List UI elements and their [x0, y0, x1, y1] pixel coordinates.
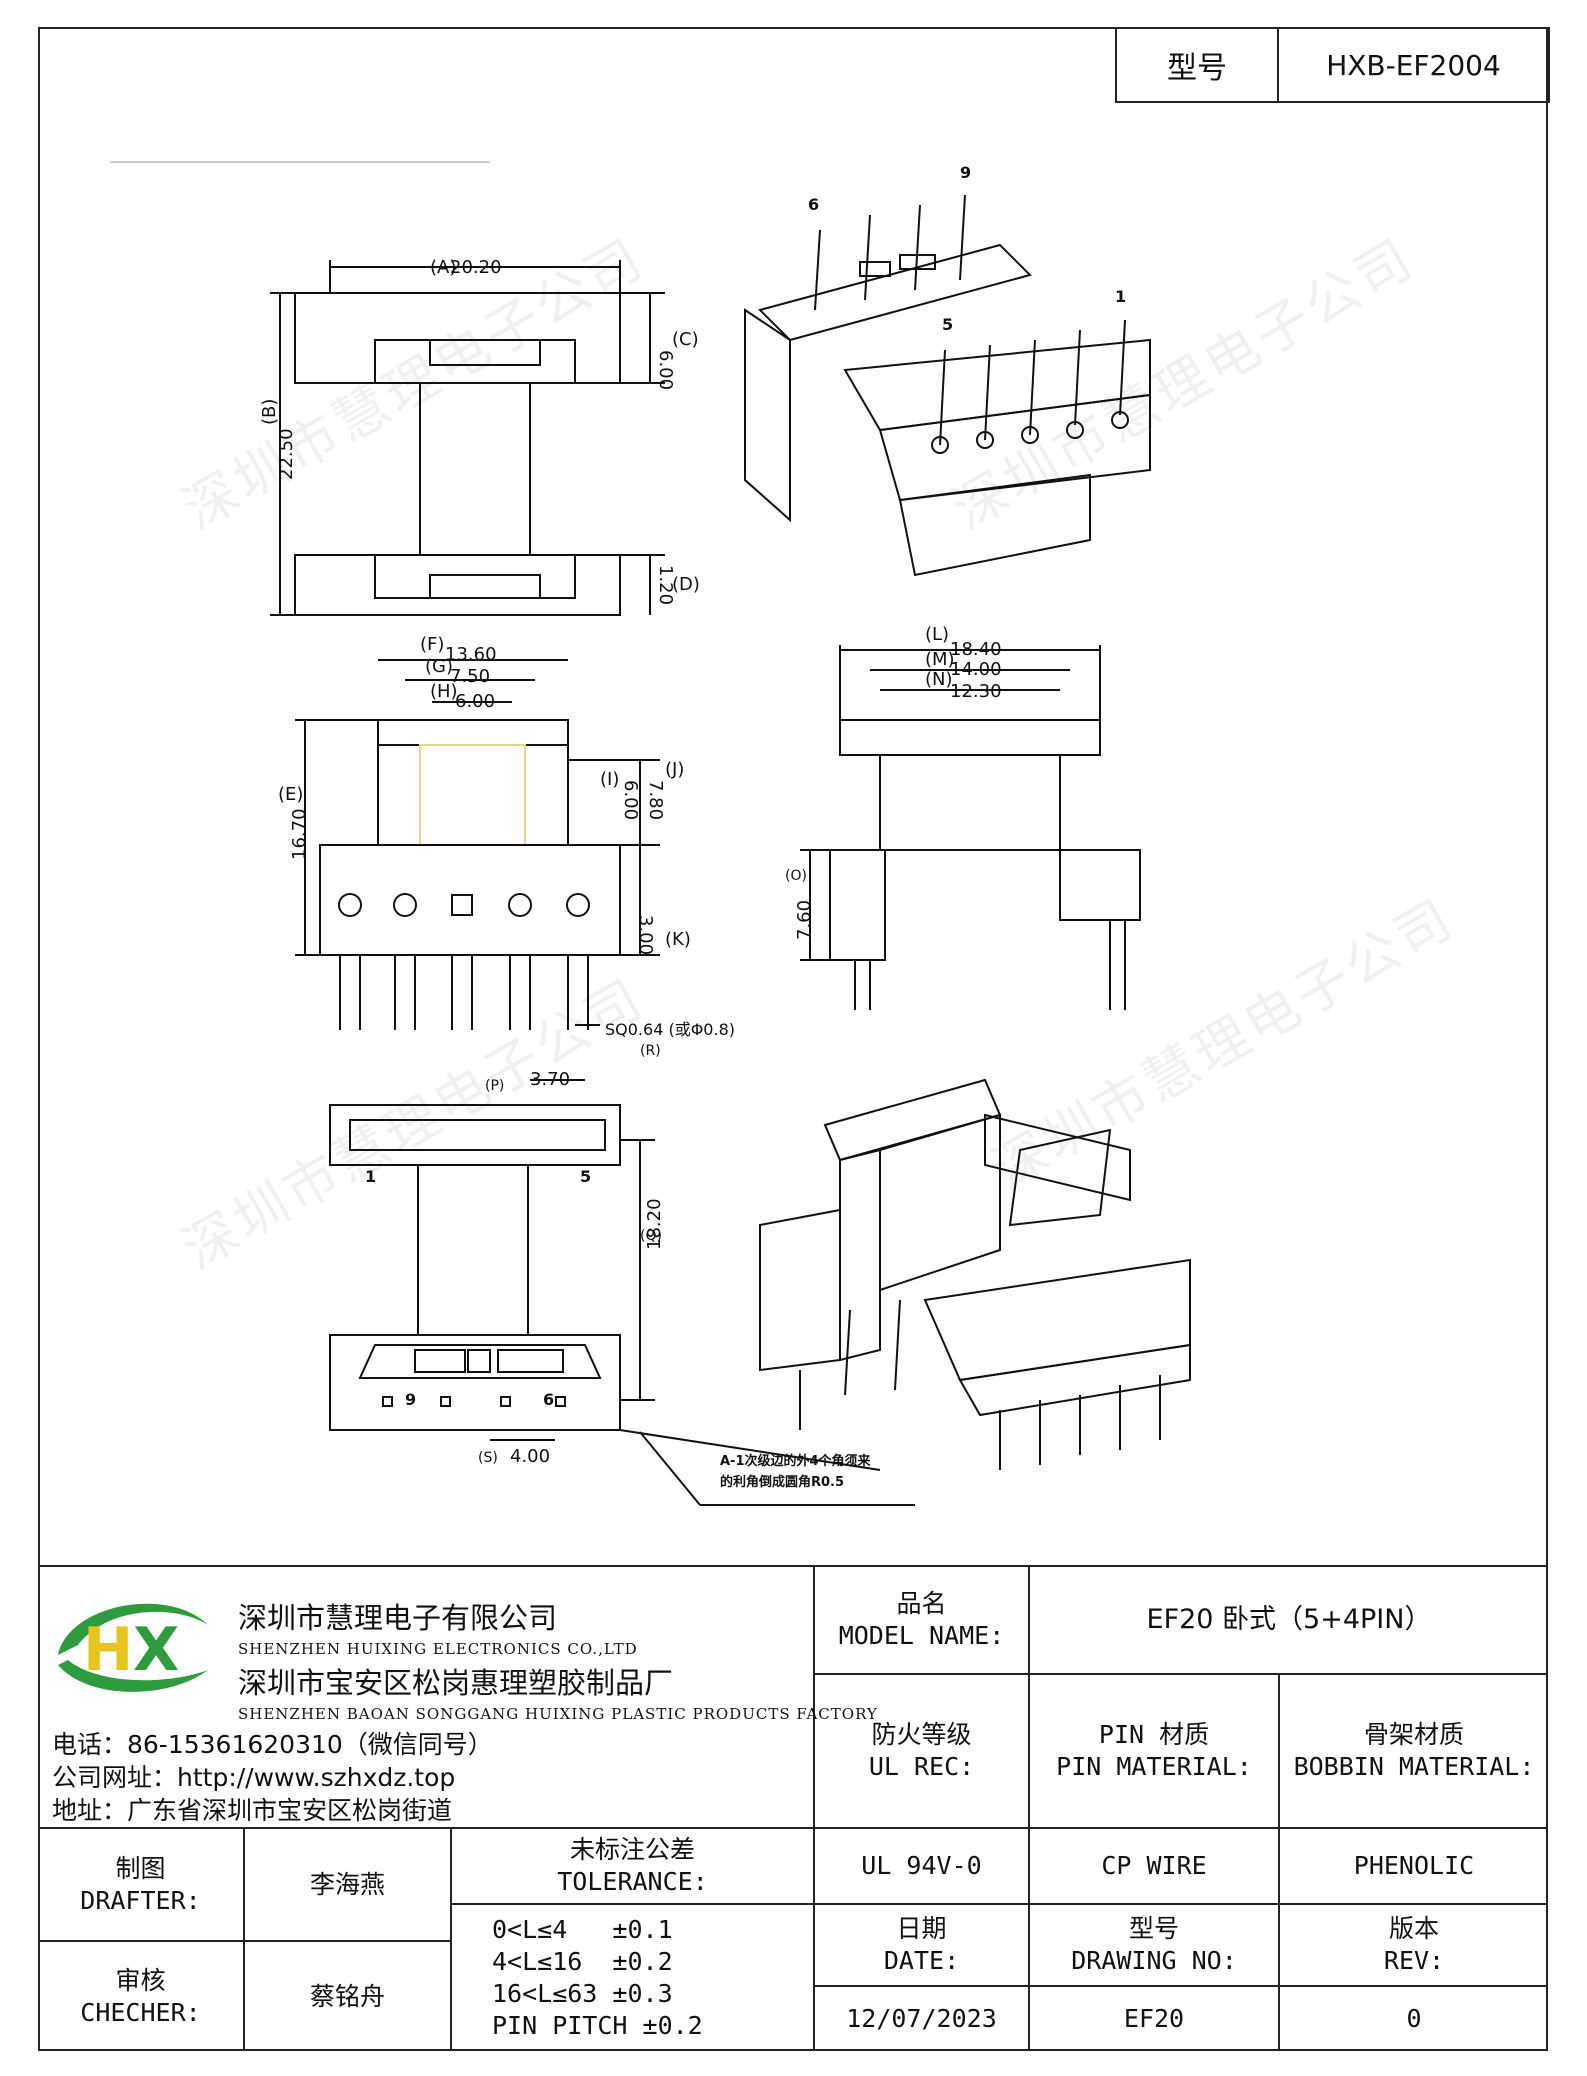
- dim-i-value: 6.00: [620, 780, 641, 820]
- factory-name-en: SHENZHEN BAOAN SONGGANG HUIXING PLASTIC …: [238, 1705, 878, 1723]
- technical-drawing: (A) 20.20 6.00 (C) 1.20 (D) 22.50 (B) 6 …: [110, 161, 1191, 1506]
- dim-e: (E): [278, 784, 303, 805]
- tolerance-values: 0<L≤4 ±0.1 4<L≤16 ±0.2 16<L≤63 ±0.3 PIN …: [492, 1915, 703, 2040]
- pin-label-9: 9: [405, 1390, 416, 1409]
- dim-c-value: 6.00: [655, 350, 676, 390]
- header-box: 型号 HXB-EF2004: [1115, 27, 1550, 103]
- company-phone: 电话：86-15361620310（微信同号）: [52, 1730, 493, 1759]
- pin-label-5: 5: [942, 315, 953, 334]
- factory-name-cn: 深圳市宝安区松岗惠理塑胶制品厂: [238, 1666, 674, 1700]
- dim-n-value: 12.30: [950, 681, 1002, 702]
- checker-header: 审核 CHECHER:: [80, 1965, 201, 2027]
- pin-material-value: CP WIRE: [1101, 1851, 1207, 1880]
- date-value: 12/07/2023: [846, 2004, 997, 2033]
- ul-rec-value: UL 94V-0: [861, 1851, 982, 1880]
- dim-o: (O): [785, 868, 807, 884]
- pin-material-header: PIN 材质 PIN MATERIAL:: [1056, 1720, 1252, 1781]
- title-block: H X 深圳市慧理电子有限公司 SHENZHEN HUIXING ELECTRO…: [38, 1565, 1548, 2051]
- dim-r-note: SQ0.64 (或Φ0.8): [605, 1020, 735, 1039]
- pin-label-6: 6: [808, 195, 819, 214]
- dim-q-value: 18.20: [644, 1198, 665, 1250]
- dim-r: (R): [640, 1043, 661, 1059]
- logo-letter-x: X: [133, 1615, 179, 1685]
- drafter-value: 李海燕: [309, 1869, 385, 1899]
- pin-label-1: 1: [1115, 287, 1126, 306]
- model-name-header: 品名 MODEL NAME:: [838, 1589, 1005, 1650]
- tolerance-header: 未标注公差 TOLERANCE:: [557, 1835, 708, 1896]
- dim-f-value: 13.60: [445, 644, 497, 665]
- date-header: 日期 DATE:: [883, 1914, 960, 1975]
- drafter-header: 制图 DRAFTER:: [80, 1853, 201, 1915]
- front-view-dims: (F) 13.60 (G) 7.50 (H) 6.00 (E) 16.70 (I…: [278, 634, 735, 1059]
- dim-g-value: 7.50: [450, 666, 490, 687]
- side-view: [800, 645, 1141, 1010]
- dim-d-value: 1.20: [655, 565, 676, 605]
- isometric-view-top: [744, 194, 1151, 577]
- checker-value: 蔡铭舟: [309, 1981, 385, 2011]
- dim-h-value: 6.00: [455, 691, 495, 712]
- dim-m-value: 14.00: [950, 659, 1002, 680]
- company-logo: H X: [58, 1603, 208, 1692]
- dim-f: (F): [420, 634, 444, 655]
- pin-label-1: 1: [365, 1167, 376, 1186]
- dim-q: (Q): [640, 1228, 662, 1244]
- drawing-no-header: 型号 DRAWING NO:: [1071, 1914, 1237, 1975]
- company-name-cn: 深圳市慧理电子有限公司: [238, 1601, 558, 1635]
- note-line-2: 的利角倒成圆角R0.5: [720, 1474, 844, 1490]
- company-name-en: SHENZHEN HUIXING ELECTRONICS CO.,LTD: [238, 1640, 638, 1658]
- top-view-dims: (A) 20.20 6.00 (C) 1.20 (D) 22.50 (B): [259, 257, 700, 605]
- header-label: 型号: [1117, 29, 1279, 101]
- dim-d: (D): [672, 574, 700, 595]
- dim-e-value: 16.70: [289, 808, 310, 860]
- company-website: 公司网址：http://www.szhxdz.top: [52, 1763, 456, 1792]
- note-line-1: A-1次级边的外4个角须来: [720, 1453, 872, 1469]
- drawing-frame: [38, 27, 1548, 2051]
- pin-label-6: 6: [543, 1390, 554, 1409]
- top-view: [270, 260, 665, 616]
- front-view: [295, 659, 660, 1030]
- isometric-view-bottom: [759, 1078, 1191, 1470]
- dim-m: (M): [925, 649, 955, 670]
- side-view-dims: (L) 18.40 (M) 14.00 (N) 12.30 (O) 7.60: [785, 624, 1002, 940]
- pin-label-9: 9: [960, 163, 971, 182]
- dim-c: (C): [672, 329, 699, 350]
- dim-a-value: 20.20: [450, 257, 502, 278]
- bottom-view-dims: (P) 3.70 1 5 9 6 (Q) 18.20 (S) 4.00 A-1次…: [365, 1069, 872, 1490]
- dim-l-value: 18.40: [950, 639, 1002, 660]
- dim-n: (N): [925, 669, 953, 690]
- dim-a: (A): [430, 257, 456, 278]
- dim-s: (S): [478, 1450, 498, 1466]
- dim-k-value: 3.00: [635, 915, 656, 955]
- rev-header: 版本 REV:: [1383, 1914, 1445, 1975]
- dim-o-value: 7.60: [794, 900, 815, 940]
- dim-h: (H): [430, 681, 458, 702]
- ul-rec-header: 防火等级 UL REC:: [868, 1720, 975, 1781]
- dim-k: (K): [665, 929, 691, 950]
- dim-j: (J): [665, 759, 684, 780]
- bottom-view: [329, 1079, 915, 1506]
- dim-g: (G): [425, 656, 453, 677]
- company-address: 地址：广东省深圳市宝安区松岗街道: [52, 1796, 453, 1825]
- dim-b-value: 22.50: [276, 428, 297, 480]
- rev-value: 0: [1406, 2004, 1422, 2033]
- drawing-no-value: EF20: [1123, 2004, 1185, 2033]
- model-name-value: EF20 卧式（5+4PIN）: [1146, 1604, 1432, 1635]
- dim-i: (I): [600, 769, 619, 790]
- dim-s-value: 4.00: [510, 1446, 550, 1467]
- pin-label-5: 5: [580, 1167, 591, 1186]
- dim-l: (L): [925, 624, 949, 645]
- logo-letter-h: H: [83, 1615, 133, 1685]
- bobbin-material-header: 骨架材质 BOBBIN MATERIAL:: [1293, 1720, 1535, 1781]
- dim-b: (B): [259, 399, 280, 425]
- header-model-number: HXB-EF2004: [1326, 48, 1501, 82]
- bobbin-material-value: PHENOLIC: [1353, 1851, 1475, 1880]
- isometric-pin-labels: 6 9 5 1: [808, 163, 1126, 334]
- dim-p: (P): [485, 1078, 504, 1094]
- dim-j-value: 7.80: [645, 780, 666, 820]
- dim-p-value: 3.70: [530, 1069, 570, 1090]
